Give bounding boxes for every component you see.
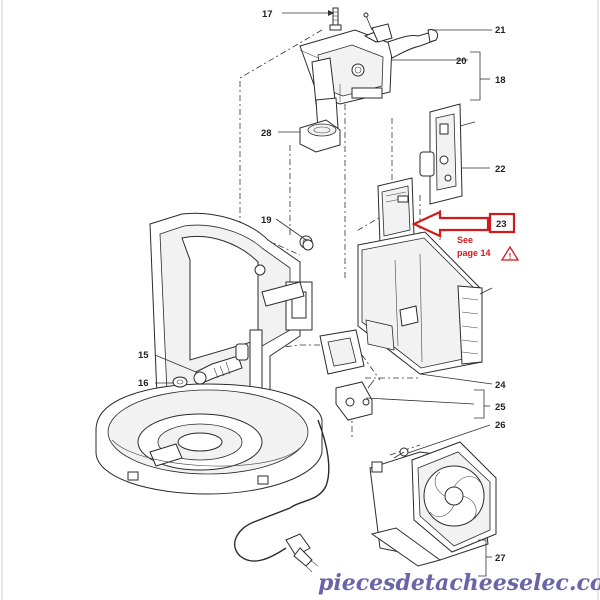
top-valve-assembly [299, 29, 439, 135]
site-watermark: piecesdetacheeselec.com [318, 570, 600, 596]
side-board-part-22 [419, 103, 476, 205]
see-ref-line-2: page 14 [457, 248, 491, 258]
callout-leaders [154, 10, 493, 577]
callout-28: 28 [261, 128, 272, 139]
callout-24: 24 [495, 380, 506, 391]
bolt-part-17 [329, 7, 342, 31]
highlight-arrow [411, 210, 516, 238]
callout-16: 16 [138, 378, 149, 389]
callout-17: 17 [262, 9, 273, 20]
see-page-reference: See page 14 ! [457, 235, 520, 261]
bracket-part-25 [335, 379, 375, 421]
callout-15: 15 [138, 350, 149, 361]
ring-bracket-part-28 [299, 119, 341, 153]
callout-26: 26 [495, 420, 506, 431]
grommet-part-19 [302, 239, 314, 251]
callout-19: 19 [261, 215, 272, 226]
cover-panel-part-24 [357, 231, 493, 375]
callout-20: 20 [456, 56, 467, 67]
power-cord [234, 419, 330, 573]
part-23-highlight-box [488, 212, 516, 234]
callout-22: 22 [495, 164, 506, 175]
callout-27: 27 [495, 553, 506, 564]
warning-triangle-icon: ! [500, 245, 520, 261]
callout-21: 21 [495, 25, 506, 36]
callout-23: 23 [496, 219, 507, 230]
callout-25: 25 [495, 402, 506, 413]
valve-part-15 [193, 343, 249, 385]
electronic-card-part-23 [377, 177, 415, 245]
top-screws [363, 12, 393, 43]
gasket-plate [319, 329, 365, 375]
warning-mark: ! [509, 252, 512, 261]
fan-part-27 [369, 441, 497, 567]
see-ref-line-1: See [457, 235, 473, 245]
base-tray [95, 383, 323, 495]
seal-part-16 [172, 376, 188, 388]
callout-18: 18 [495, 75, 506, 86]
screw-part-26 [393, 447, 409, 459]
